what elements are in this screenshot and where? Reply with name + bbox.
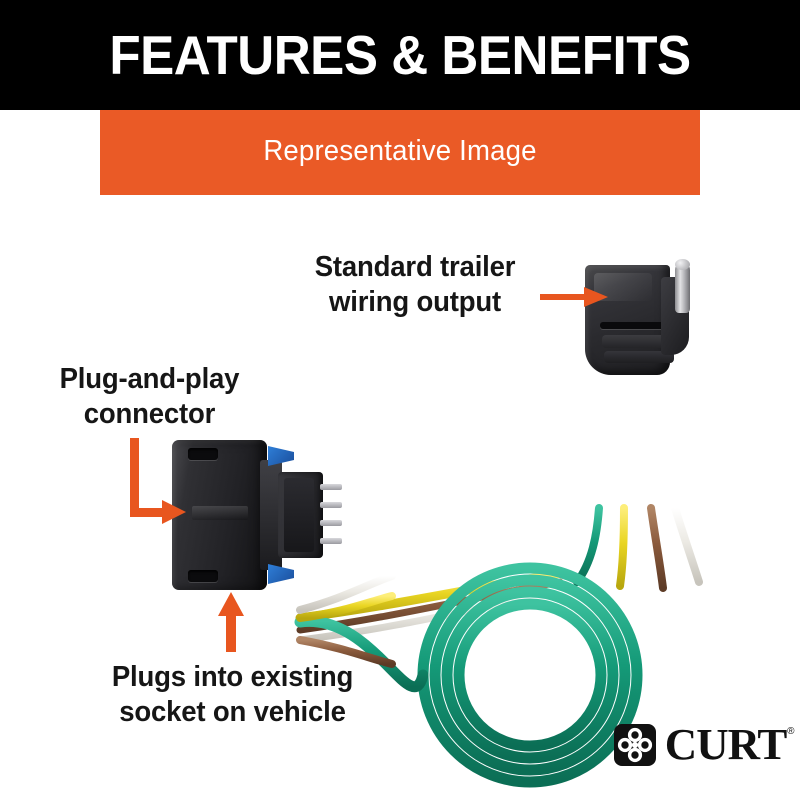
plug-connector-pin-4 <box>320 538 342 544</box>
trailer-connector-wire-tails <box>573 504 703 592</box>
trailer-connector-rib-lower <box>604 351 674 363</box>
brand-logo: CURT ® <box>614 720 795 769</box>
elbow-down-right-arrow-icon <box>130 438 186 524</box>
up-arrow-icon <box>218 592 244 652</box>
plug-connector-notch-top <box>188 448 218 460</box>
trailer-connector-pin-cap <box>675 259 690 270</box>
callout-standard-trailer-wiring-output: Standard trailer wiring output <box>314 251 516 318</box>
plug-connector-pin-3 <box>320 520 342 526</box>
plug-connector-housing <box>172 440 267 590</box>
plug-connector-backshell-face <box>284 478 314 552</box>
callout-plug-and-play-connector: Plug-and-play connector <box>59 363 240 430</box>
wire-harness <box>294 504 703 788</box>
plug-connector-pin-1 <box>320 484 342 490</box>
callout-plugs-into-existing-socket: Plugs into existing socket on vehicle <box>111 661 354 728</box>
plug-connector-latch-tab-bottom <box>268 564 294 584</box>
registered-trademark-symbol: ® <box>787 726 795 737</box>
page-title: FEATURES & BENEFITS <box>109 24 691 86</box>
plug-connector-embossed-text <box>192 506 248 520</box>
trailer-connector-slot <box>600 322 672 329</box>
product-photo <box>0 200 800 788</box>
trailer-connector <box>575 255 700 385</box>
plug-and-play-connector <box>172 440 387 590</box>
plug-connector-notch-bottom <box>188 570 218 582</box>
trailer-connector-ground-pin <box>675 263 690 313</box>
curt-quatrefoil-emblem-icon <box>614 724 656 766</box>
right-arrow-icon <box>540 287 608 307</box>
plug-connector-latch-tab-top <box>268 446 294 466</box>
subheader-bar: Representative Image <box>100 110 700 195</box>
trailer-connector-rib-upper <box>602 335 674 348</box>
header-bar: FEATURES & BENEFITS <box>0 0 800 110</box>
plug-connector-wire-tails <box>296 572 396 668</box>
subheader-label: Representative Image <box>263 135 537 167</box>
plug-connector-pin-2 <box>320 502 342 508</box>
trailer-connector-body <box>585 265 674 375</box>
brand-wordmark: CURT <box>664 720 788 769</box>
plug-connector-collar <box>260 460 282 570</box>
